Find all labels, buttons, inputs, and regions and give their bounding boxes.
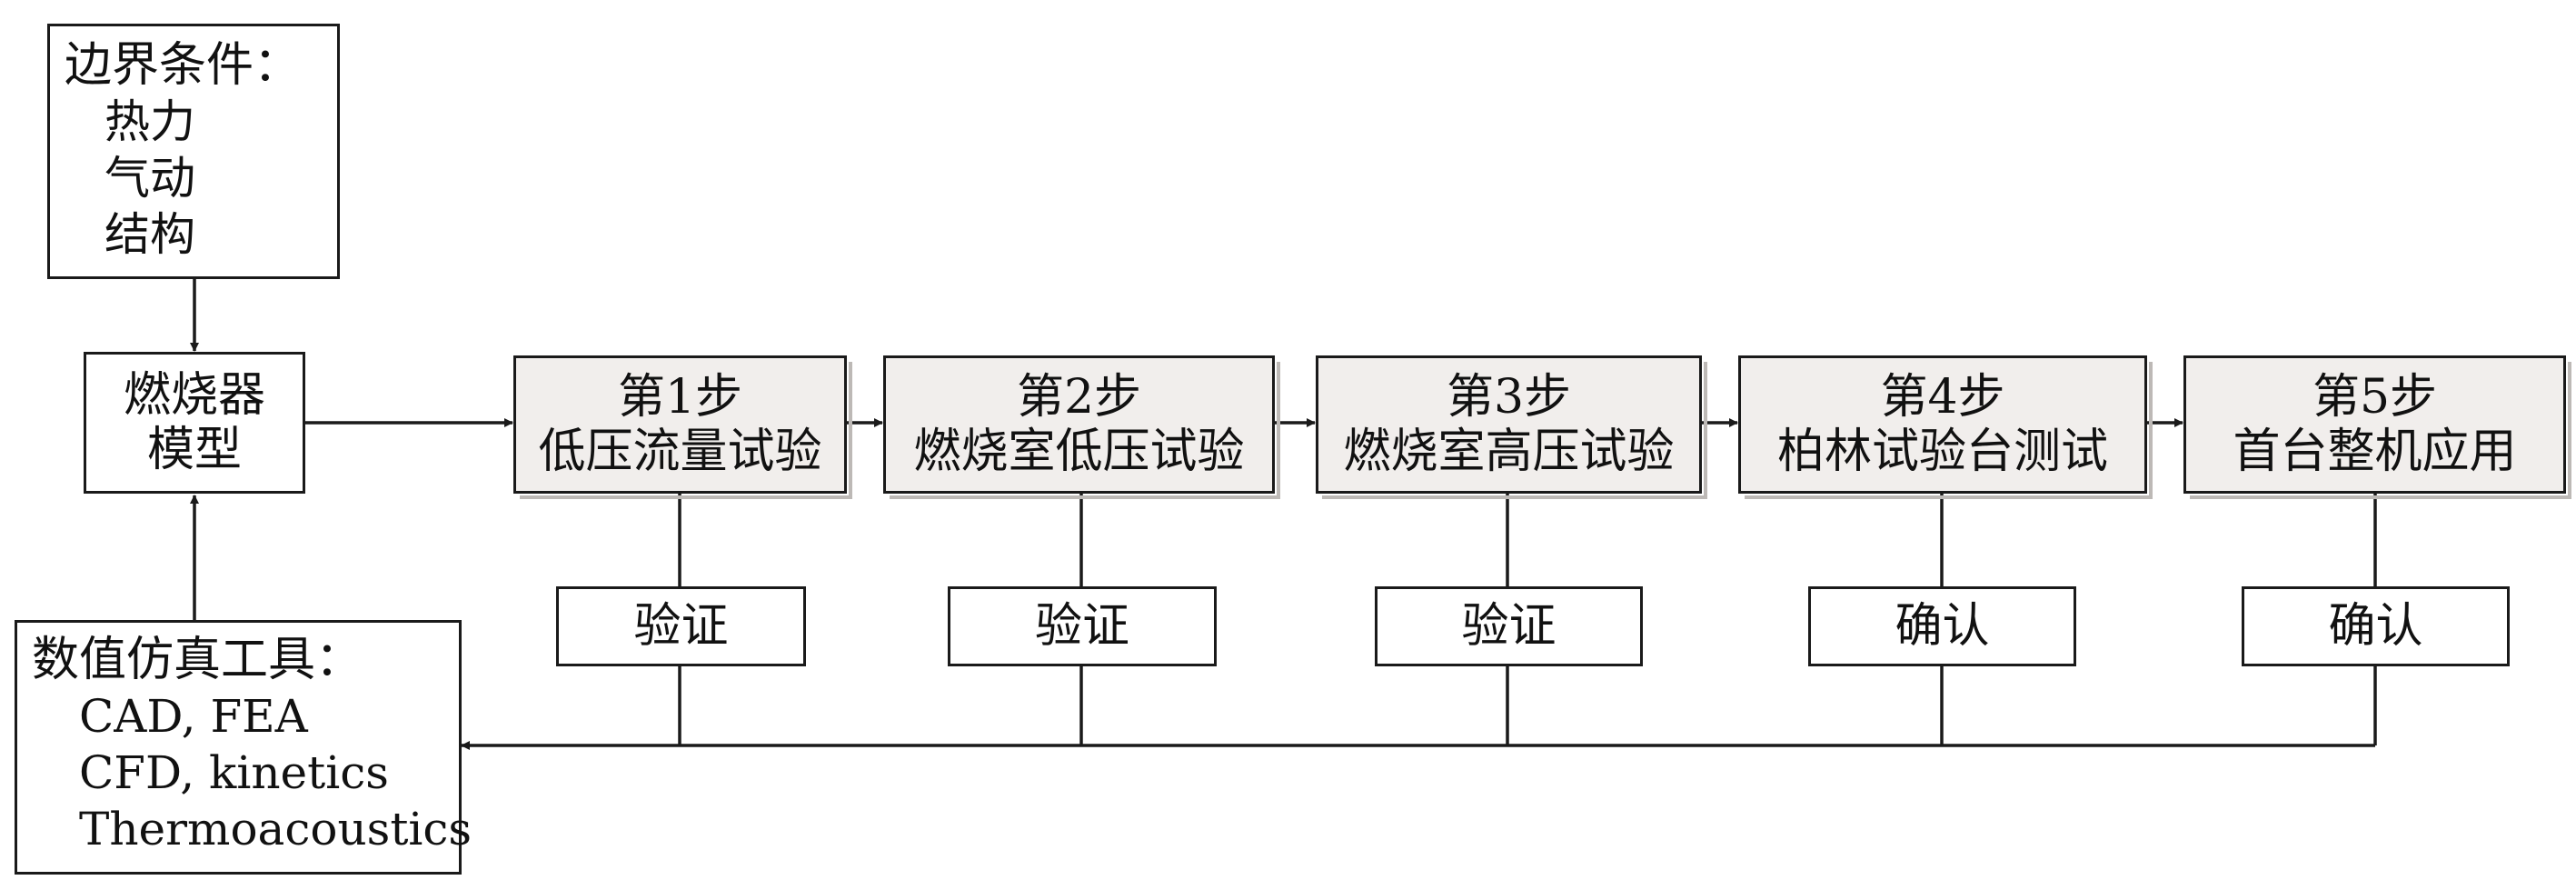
check-label: 验证 <box>1461 599 1557 654</box>
step-title: 第4步 <box>1880 370 2005 425</box>
boundary-conditions-box: 边界条件： 热力 气动 结构 <box>47 24 340 279</box>
step-description: 燃烧室高压试验 <box>1343 425 1675 479</box>
step-title: 第3步 <box>1446 370 1572 425</box>
tools-item: CAD, FEA <box>79 690 308 743</box>
model-label-line1: 燃烧器 <box>123 368 265 423</box>
step-title: 第5步 <box>2312 370 2438 425</box>
step-1-check-box: 验证 <box>556 586 806 666</box>
boundary-item: 气动 <box>104 152 195 205</box>
model-label-line2: 模型 <box>146 423 242 477</box>
step-2-check-box: 验证 <box>948 586 1217 666</box>
step-5-check-box: 确认 <box>2242 586 2510 666</box>
step-3-box: 第3步 燃烧室高压试验 <box>1316 355 1707 499</box>
boundary-title: 边界条件： <box>65 38 302 93</box>
check-label: 验证 <box>1034 599 1129 654</box>
step-description: 首台整机应用 <box>2233 425 2517 479</box>
step-4-check-box: 确认 <box>1808 586 2076 666</box>
step-2-box: 第2步 燃烧室低压试验 <box>883 355 1280 499</box>
check-label: 验证 <box>633 599 729 654</box>
tools-title: 数值仿真工具： <box>32 633 363 687</box>
step-description: 柏林试验台测试 <box>1776 425 2108 479</box>
burner-model-box: 燃烧器 模型 <box>84 352 305 494</box>
step-description: 低压流量试验 <box>538 425 822 479</box>
check-label: 确认 <box>2328 599 2423 654</box>
boundary-item: 热力 <box>104 95 195 148</box>
step-1-box: 第1步 低压流量试验 <box>513 355 852 499</box>
simulation-tools-box: 数值仿真工具： CAD, FEA CFD, kinetics Thermoaco… <box>15 620 472 875</box>
step-description: 燃烧室低压试验 <box>913 425 1245 479</box>
step-3-check-box: 验证 <box>1375 586 1643 666</box>
check-label: 确认 <box>1895 599 1990 654</box>
boundary-item: 结构 <box>104 208 195 261</box>
tools-item: Thermoacoustics <box>79 803 472 855</box>
step-title: 第1步 <box>617 370 743 425</box>
step-5-box: 第5步 首台整机应用 <box>2183 355 2571 499</box>
step-4-box: 第4步 柏林试验台测试 <box>1738 355 2153 499</box>
tools-item: CFD, kinetics <box>79 746 389 799</box>
step-title: 第2步 <box>1016 370 1142 425</box>
